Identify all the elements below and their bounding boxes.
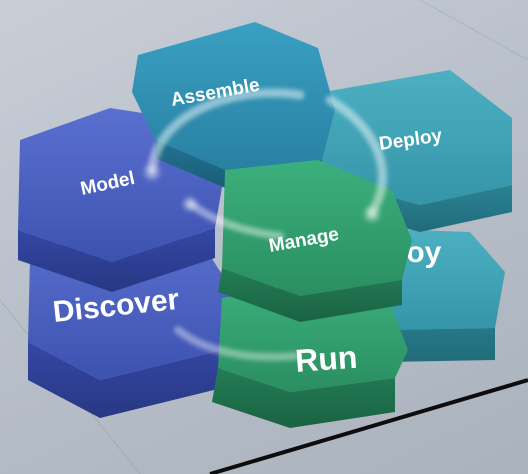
cycle-arrows: [142, 88, 388, 361]
label-run: Run: [294, 339, 359, 379]
hex-manage: Manage: [218, 160, 412, 322]
hex-deploy: Deploy: [318, 70, 512, 232]
